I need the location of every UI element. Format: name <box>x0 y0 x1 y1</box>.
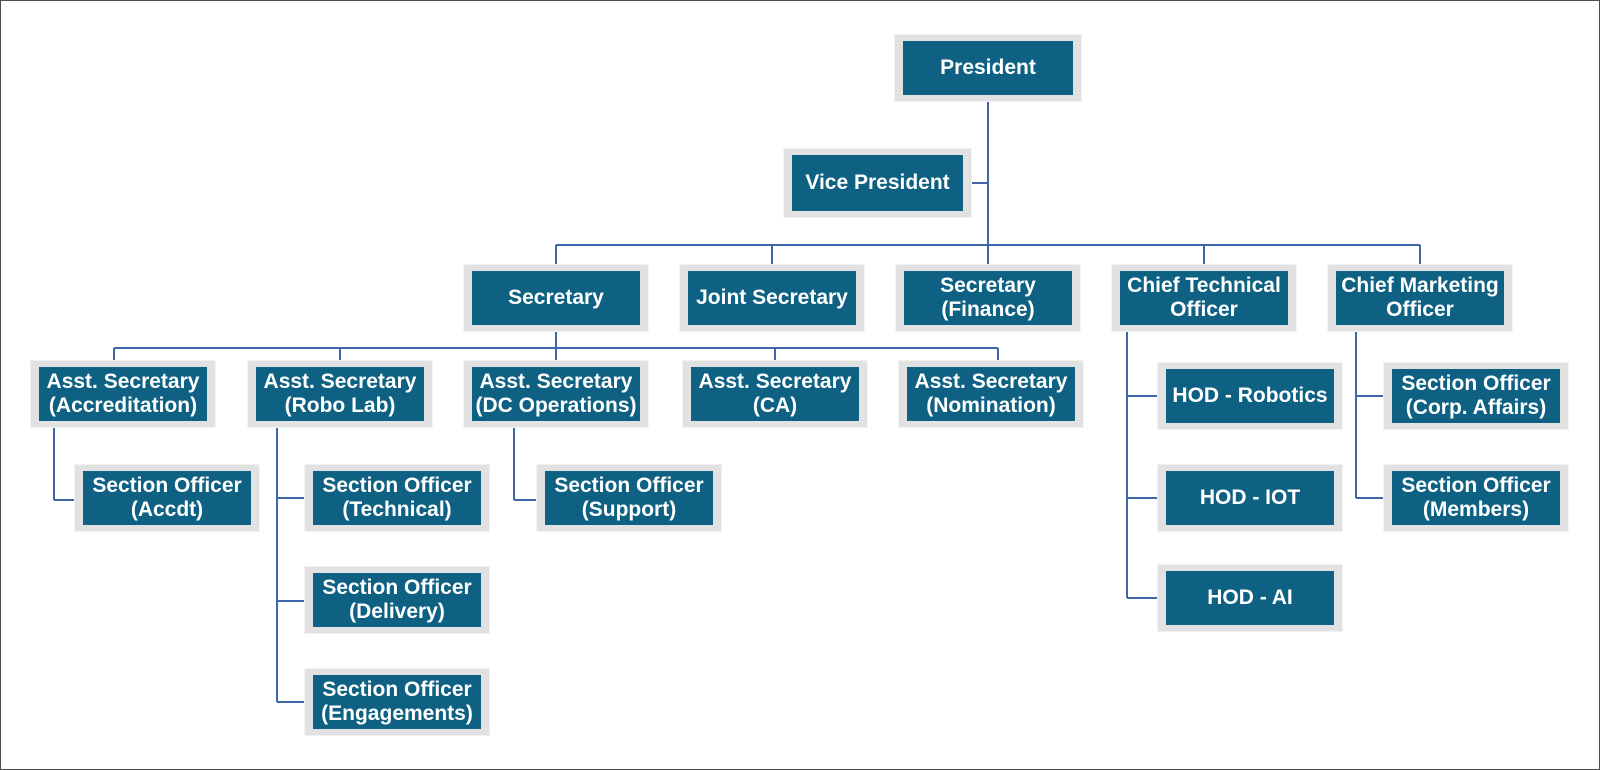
org-box-section-officer-delivery: Section Officer (Delivery) <box>304 566 490 634</box>
org-box-label: Section Officer (Technical) <box>322 474 472 521</box>
org-box-asst-secretary-dc-operations: Asst. Secretary (DC Operations) <box>463 360 649 428</box>
org-box-section-officer-technical: Section Officer (Technical) <box>304 464 490 532</box>
org-box-section-officer-support: Section Officer (Support) <box>536 464 722 532</box>
org-box-label: Chief Technical Officer <box>1127 274 1281 321</box>
org-box-label: HOD - AI <box>1207 586 1293 609</box>
org-box-chief-technical-officer: Chief Technical Officer <box>1111 264 1297 332</box>
org-box-label: HOD - IOT <box>1199 486 1301 509</box>
org-box-hod-robotics: HOD - Robotics <box>1157 362 1343 430</box>
org-box-asst-secretary-ca: Asst. Secretary (CA) <box>682 360 868 428</box>
org-box-label: Section Officer (Support) <box>554 474 704 521</box>
org-box-hod-iot: HOD - IOT <box>1157 464 1343 532</box>
org-box-label: Section Officer (Accdt) <box>92 474 242 521</box>
org-box-vice-president: Vice President <box>783 148 972 218</box>
org-box-section-officer-members: Section Officer (Members) <box>1383 464 1569 532</box>
org-box-label: Vice President <box>805 171 950 194</box>
org-box-label: Asst. Secretary (Nomination) <box>914 370 1068 417</box>
org-box-label: Secretary (Finance) <box>940 274 1036 321</box>
org-box-label: Asst. Secretary (DC Operations) <box>475 370 637 417</box>
org-box-label: Secretary <box>508 286 604 309</box>
org-box-asst-secretary-accreditation: Asst. Secretary (Accreditation) <box>30 360 216 428</box>
org-box-secretary: Secretary <box>463 264 649 332</box>
org-box-asst-secretary-robo-lab: Asst. Secretary (Robo Lab) <box>247 360 433 428</box>
org-box-label: Joint Secretary <box>696 286 848 309</box>
org-box-label: President <box>940 56 1036 79</box>
org-box-section-officer-corp-affairs: Section Officer (Corp. Affairs) <box>1383 362 1569 430</box>
org-box-secretary-finance: Secretary (Finance) <box>895 264 1081 332</box>
org-box-label: Chief Marketing Officer <box>1341 274 1499 321</box>
org-box-label: Section Officer (Members) <box>1401 474 1551 521</box>
org-box-chief-marketing-officer: Chief Marketing Officer <box>1327 264 1513 332</box>
org-box-section-officer-accdt: Section Officer (Accdt) <box>74 464 260 532</box>
org-box-section-officer-engagements: Section Officer (Engagements) <box>304 668 490 736</box>
org-box-hod-ai: HOD - AI <box>1157 564 1343 632</box>
org-box-asst-secretary-nomination: Asst. Secretary (Nomination) <box>898 360 1084 428</box>
org-box-label: Section Officer (Delivery) <box>322 576 472 623</box>
org-box-label: Asst. Secretary (Accreditation) <box>46 370 200 417</box>
org-box-label: Asst. Secretary (CA) <box>698 370 852 417</box>
org-box-label: HOD - Robotics <box>1172 384 1328 407</box>
org-box-label: Asst. Secretary (Robo Lab) <box>263 370 417 417</box>
org-box-label: Section Officer (Corp. Affairs) <box>1401 372 1551 419</box>
org-box-label: Section Officer (Engagements) <box>321 678 473 725</box>
org-box-joint-secretary: Joint Secretary <box>679 264 865 332</box>
org-box-president: President <box>894 34 1082 102</box>
